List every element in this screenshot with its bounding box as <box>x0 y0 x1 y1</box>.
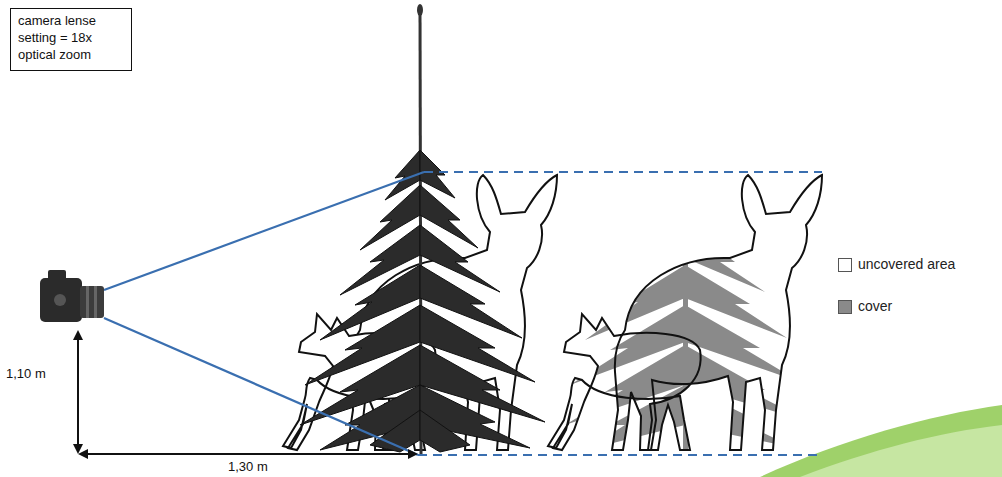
dimension-label: 1,30 m <box>228 459 268 476</box>
dimension-arrow <box>73 330 418 459</box>
sight-line <box>104 172 822 455</box>
legend-text: cover <box>858 298 892 315</box>
decor-swoosh <box>800 425 1002 477</box>
spruce-tree <box>300 4 545 455</box>
camera-icon <box>40 270 104 322</box>
decor-swoosh <box>760 405 1002 477</box>
deer-cover <box>548 150 822 450</box>
legend-swatch <box>838 258 852 272</box>
note-box: camera lense setting = 18x optical zoom <box>10 8 132 71</box>
legend-swatch <box>838 300 852 314</box>
legend-text: uncovered area <box>858 256 955 273</box>
note-text: camera lense setting = 18x optical zoom <box>18 13 122 64</box>
dimension-label: 1,10 m <box>6 366 46 383</box>
